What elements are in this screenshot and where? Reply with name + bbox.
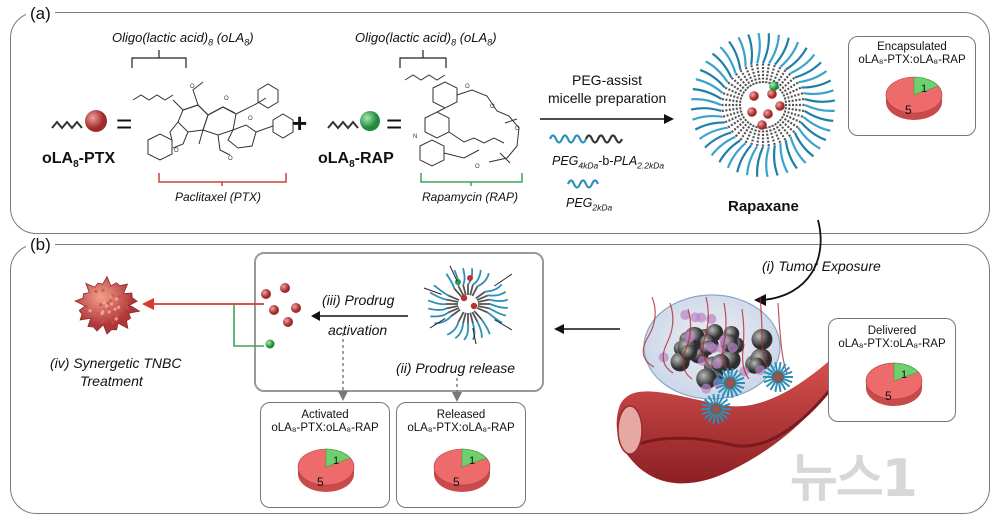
delivered-pie-big: 5	[885, 389, 892, 403]
news1-watermark: 뉴스1	[790, 436, 916, 511]
activated-title: Activated	[261, 409, 389, 422]
delivered-subtitle: oLA₈-PTX:oLA₈-RAP	[829, 338, 955, 351]
encapsulated-subtitle: oLA₈-PTX:oLA₈-RAP	[849, 54, 975, 67]
activated-pie-small: 1	[333, 455, 339, 467]
oligo-bracket-left	[130, 50, 190, 70]
rapamycin-bracket	[420, 172, 524, 186]
oligo-label-right: Oligo(lactic acid)8 (oLA8)	[355, 30, 497, 48]
synergy-label-line2: Treatment	[80, 373, 143, 389]
delivered-pie	[863, 357, 925, 413]
svg-text:O: O	[490, 104, 495, 110]
rapamycin-structure: O O O N O	[405, 68, 535, 178]
release-arrow	[552, 322, 622, 336]
svg-text:O: O	[174, 148, 179, 154]
panel-a-label: (a)	[26, 4, 55, 24]
paclitaxel-label: Paclitaxel (PTX)	[175, 190, 261, 204]
released-pie	[431, 443, 493, 499]
activated-subtitle: oLA₈-PTX:oLA₈-RAP	[261, 422, 389, 435]
paclitaxel-structure: O O O O O	[128, 70, 298, 170]
rapamycin-label: Rapamycin (RAP)	[422, 190, 518, 204]
released-ratio-box: Released oLA₈-PTX:oLA₈-RAP 5 1	[396, 402, 526, 508]
synergy-label-line1: (iv) Synergetic TNBC	[50, 355, 181, 371]
encapsulated-pie-small: 1	[921, 83, 927, 95]
treatment-arrows	[140, 296, 270, 352]
svg-text:N: N	[413, 134, 417, 140]
activated-ratio-box: Activated oLA₈-PTX:oLA₈-RAP 5 1	[260, 402, 390, 508]
rap-prodrug-icon	[326, 108, 386, 138]
equals-sign-right: =	[386, 108, 402, 140]
encapsulated-pie-big: 5	[905, 103, 912, 117]
delivered-ratio-box: Delivered oLA₈-PTX:oLA₈-RAP 5 1	[828, 318, 956, 422]
released-micelle	[416, 258, 526, 348]
delivered-title: Delivered	[829, 325, 955, 338]
delivered-pie-small: 1	[901, 369, 907, 381]
svg-text:O: O	[465, 84, 470, 90]
rap-prodrug-label: oLA8-RAP	[318, 150, 394, 170]
released-pie-big: 5	[453, 475, 460, 489]
peg-pla-label: PEG4kDa-b-PLA2.2kDa	[552, 154, 664, 171]
dashed-arrow-released	[451, 378, 463, 404]
panel-b-label: (b)	[26, 235, 55, 255]
activated-pie	[295, 443, 357, 499]
released-pie-small: 1	[469, 455, 475, 467]
prodrug-release-label: (ii) Prodrug release	[396, 360, 515, 376]
released-subtitle: oLA₈-PTX:oLA₈-RAP	[397, 422, 525, 435]
svg-text:O: O	[475, 164, 480, 170]
peg-pla-icon	[548, 130, 628, 148]
paclitaxel-bracket	[158, 172, 288, 186]
peg-icon	[566, 176, 606, 192]
ptx-prodrug-icon	[50, 108, 110, 138]
svg-text:O: O	[190, 84, 195, 90]
activated-pie-big: 5	[317, 475, 324, 489]
released-title: Released	[397, 409, 525, 422]
rapaxane-micelle	[688, 30, 838, 180]
oligo-label-left: Oligo(lactic acid)8 (oLA8)	[112, 30, 254, 48]
ptx-prodrug-label: oLA8-PTX	[42, 150, 115, 170]
encapsulated-title: Encapsulated	[849, 41, 975, 54]
prodrug-activation-line1: (iii) Prodrug	[322, 292, 394, 308]
svg-text:O: O	[248, 116, 253, 122]
oligo-bracket-right	[398, 50, 450, 70]
encapsulated-pie	[883, 71, 945, 127]
rapaxane-label: Rapaxane	[728, 198, 799, 215]
peg-label: PEG2kDa	[566, 196, 612, 213]
encapsulated-ratio-box: Encapsulated oLA₈-PTX:oLA₈-RAP 5 1	[848, 36, 976, 136]
svg-text:O: O	[228, 156, 233, 162]
process-label-line2: micelle preparation	[548, 90, 666, 106]
svg-text:O: O	[224, 96, 229, 102]
process-arrow	[540, 112, 680, 126]
tumor-exposure-label: (i) Tumor Exposure	[762, 258, 881, 274]
svg-text:O: O	[515, 126, 520, 132]
tnbc-cell-icon	[70, 272, 144, 340]
plus-sign: +	[292, 108, 307, 139]
activation-arrow	[310, 310, 410, 322]
process-label-line1: PEG-assist	[572, 72, 642, 88]
dashed-arrow-activated	[337, 333, 349, 403]
